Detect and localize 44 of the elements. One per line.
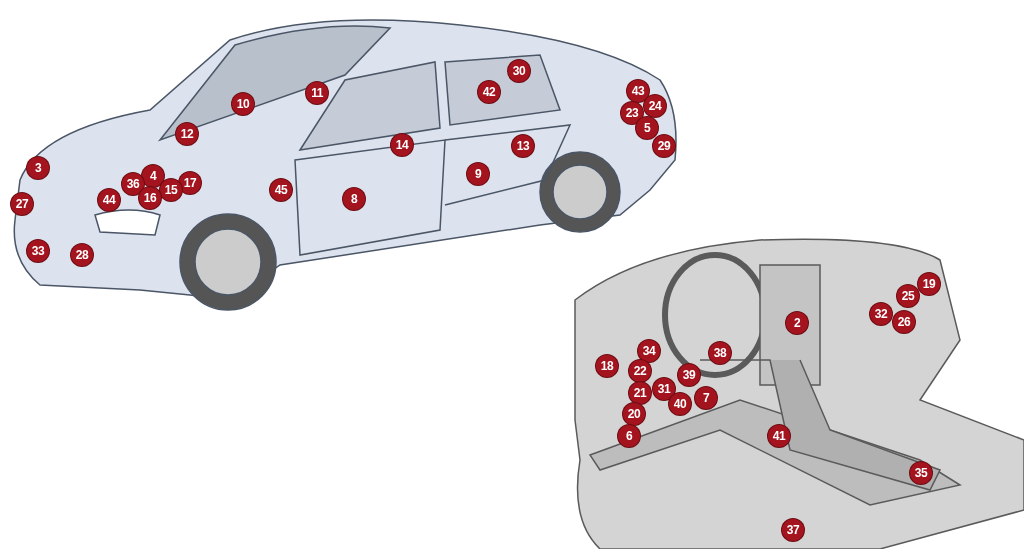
- callout-number: 37: [782, 519, 804, 541]
- callout-number: 36: [122, 173, 144, 195]
- callout-number: 35: [910, 462, 932, 484]
- callout-number: 11: [306, 82, 328, 104]
- callout-number: 40: [669, 393, 691, 415]
- callout-number: 34: [638, 340, 660, 362]
- callout-number: 7: [695, 387, 717, 409]
- callout-number: 25: [897, 285, 919, 307]
- callout-number: 10: [232, 93, 254, 115]
- callout-number: 41: [768, 425, 790, 447]
- callout-number: 29: [653, 135, 675, 157]
- callout-number: 33: [27, 240, 49, 262]
- callout-number: 30: [508, 60, 530, 82]
- callout-number: 8: [343, 188, 365, 210]
- callout-number: 6: [618, 425, 640, 447]
- callout-number: 44: [98, 189, 120, 211]
- callout-number: 18: [596, 355, 618, 377]
- callout-number: 23: [621, 102, 643, 124]
- callout-number: 39: [678, 364, 700, 386]
- callout-number: 17: [179, 172, 201, 194]
- callout-number: 32: [870, 303, 892, 325]
- callout-number: 42: [478, 81, 500, 103]
- callout-number: 4: [142, 165, 164, 187]
- callout-number: 20: [623, 403, 645, 425]
- callout-number: 22: [629, 360, 651, 382]
- callout-number: 24: [644, 95, 666, 117]
- callout-number: 2: [786, 312, 808, 334]
- callout-number: 3: [27, 157, 49, 179]
- callout-number: 26: [893, 311, 915, 333]
- callout-number: 13: [512, 135, 534, 157]
- callout-number: 14: [391, 134, 413, 156]
- callout-number: 38: [709, 342, 731, 364]
- callout-number: 9: [467, 163, 489, 185]
- callout-number: 31: [653, 378, 675, 400]
- callout-number: 5: [636, 117, 658, 139]
- callout-number: 28: [71, 244, 93, 266]
- callout-number: 43: [627, 80, 649, 102]
- callout-number: 19: [918, 273, 940, 295]
- callout-number: 15: [160, 179, 182, 201]
- callout-number: 16: [139, 187, 161, 209]
- callout-number: 27: [11, 193, 33, 215]
- callout-number: 12: [176, 123, 198, 145]
- callout-number: 21: [629, 382, 651, 404]
- callout-number: 45: [270, 179, 292, 201]
